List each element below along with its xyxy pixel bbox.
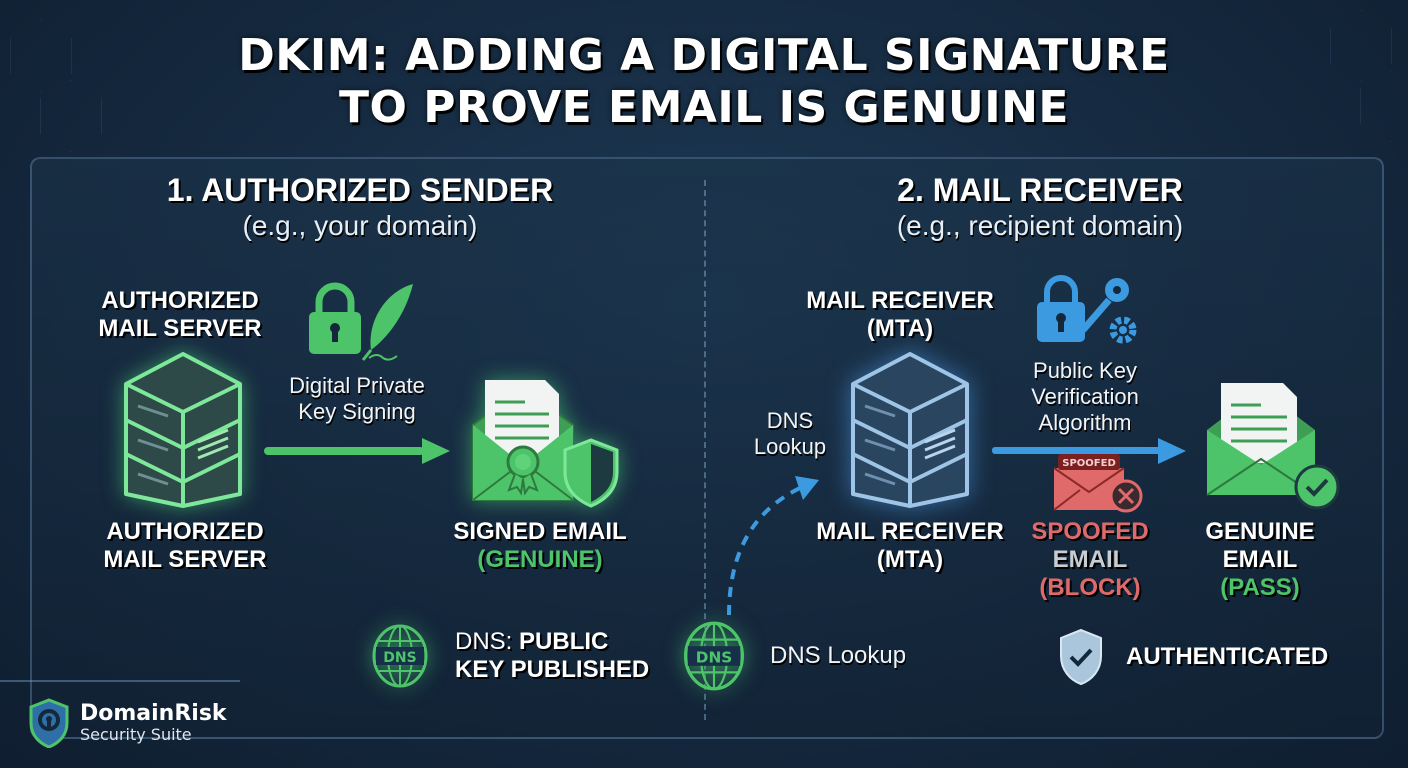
- lock-quill-icon: [309, 282, 413, 361]
- background-hexagon: [1330, 10, 1392, 82]
- dns-lookup-globe-icon: DNS: [684, 621, 744, 691]
- spoofed-email-icon: SPOOFED: [1053, 454, 1143, 513]
- dns-lookup-bottom-label: DNS Lookup: [770, 642, 907, 669]
- verification-arrow: [992, 438, 1186, 464]
- mta-label-bottom: MAIL RECEIVER(MTA): [816, 518, 1004, 573]
- svg-text:DNS: DNS: [696, 649, 732, 667]
- svg-text:SPOOFED: SPOOFED: [1062, 458, 1116, 469]
- svg-text:DNS: DNS: [383, 650, 416, 666]
- section-divider: [704, 180, 706, 720]
- title-line-1: DKIM: ADDING A DIGITAL SIGNATURE: [238, 30, 1170, 81]
- page-title: DKIM: ADDING A DIGITAL SIGNATURE TO PROV…: [0, 30, 1408, 134]
- mail-receiver-server-icon: [851, 352, 969, 508]
- dns-globe-icon: DNS: [372, 624, 428, 688]
- signed-email-label: SIGNED EMAIL (GENUINE): [440, 518, 640, 574]
- dns-published-label: DNS: PUBLIC KEY PUBLISHED: [455, 628, 650, 683]
- lock-key-gear-icon: [1037, 275, 1137, 344]
- sender-heading: 1. AUTHORIZED SENDER: [166, 172, 554, 208]
- logo-frame-line: [0, 680, 240, 682]
- spoofed-email-label: SPOOFED EMAIL (BLOCK): [1031, 518, 1149, 601]
- mail-server-icon: [124, 352, 242, 508]
- signing-arrow: [264, 438, 450, 464]
- brand-logo: DomainRisk Security Suite: [28, 698, 227, 748]
- mta-label-top: MAIL RECEIVER(MTA): [806, 287, 994, 342]
- background-hexagon: [10, 20, 72, 92]
- background-hexagon: [40, 80, 102, 152]
- receiver-subheading: (e.g., recipient domain): [896, 210, 1184, 241]
- genuine-email-label: GENUINE EMAIL (PASS): [1205, 518, 1315, 601]
- brand-name: DomainRisk: [80, 701, 227, 726]
- dns-lookup-arrow: [727, 476, 819, 616]
- shield-keyhole-icon: [29, 698, 69, 748]
- sender-subheading: (e.g., your domain): [242, 210, 478, 241]
- authenticated-label: AUTHENTICATED: [1126, 643, 1329, 670]
- authenticated-shield-icon: [1060, 628, 1102, 686]
- brand-tagline: Security Suite: [80, 725, 192, 744]
- genuine-email-icon: [1206, 383, 1340, 510]
- signed-email-icon: [472, 380, 619, 508]
- receiver-heading: 2. MAIL RECEIVER: [897, 172, 1183, 208]
- signed-email-status: (GENUINE): [477, 546, 603, 573]
- title-line-2: TO PROVE EMAIL IS GENUINE: [339, 82, 1069, 133]
